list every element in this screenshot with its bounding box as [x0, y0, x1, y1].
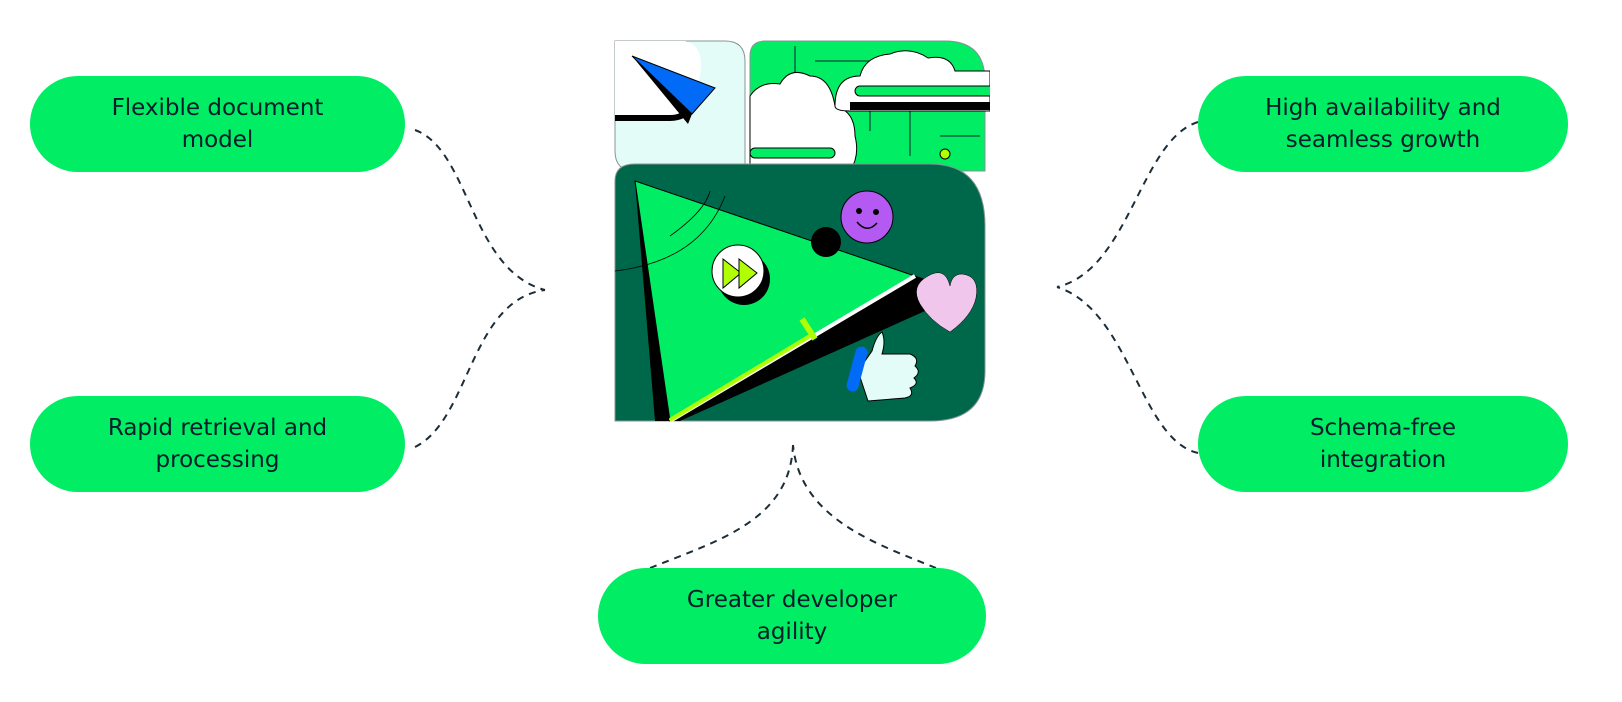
connector-high — [1056, 121, 1199, 288]
node-label-line: integration — [1319, 447, 1447, 473]
central-illustration — [614, 40, 990, 423]
smiley-face-icon — [840, 190, 894, 244]
heart-icon — [916, 272, 977, 333]
node-greater-developer-agility: Greater developer agility — [598, 568, 986, 664]
node-label-line: Flexible document — [111, 95, 324, 121]
node-label-line: agility — [756, 619, 828, 645]
connector-rapid — [414, 289, 546, 448]
node-rapid-retrieval: Rapid retrieval and processing — [30, 396, 405, 492]
node-high-availability: High availability and seamless growth — [1198, 76, 1568, 172]
connector-greater-right — [792, 444, 937, 569]
fast-forward-icon — [711, 244, 770, 305]
cloud-tile — [749, 40, 990, 172]
node-flexible-document-model: Flexible document model — [30, 76, 405, 172]
cloud-icon — [749, 71, 858, 172]
paper-plane-icon — [631, 55, 716, 124]
node-label-line: Schema-free — [1309, 415, 1457, 441]
node-label-line: processing — [155, 447, 280, 473]
node-label-line: seamless growth — [1285, 127, 1481, 153]
connector-schema — [1056, 286, 1199, 454]
connector-flexible — [414, 129, 546, 291]
thumbs-up-icon — [846, 331, 919, 402]
node-label-line: Greater developer — [686, 587, 898, 613]
paper-plane-tile — [614, 40, 746, 172]
node-label-line: model — [181, 127, 254, 153]
black-dot — [811, 227, 841, 257]
node-label-line: High availability and — [1265, 95, 1501, 121]
node-schema-free-integration: Schema-free integration — [1198, 396, 1568, 492]
node-label-line: Rapid retrieval and — [107, 415, 328, 441]
dark-panel — [614, 163, 986, 423]
connector-greater-left — [649, 444, 794, 569]
